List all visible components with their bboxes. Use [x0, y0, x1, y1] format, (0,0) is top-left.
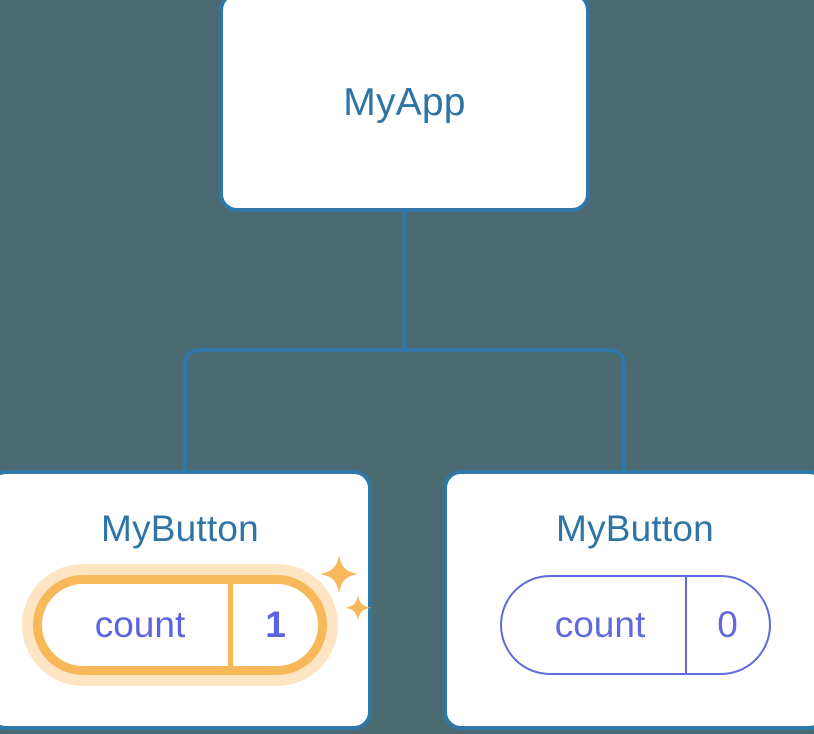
state-key-child-0: count: [94, 604, 186, 645]
node-title-child-0: MyButton: [101, 508, 259, 549]
state-value-child-0: 1: [228, 584, 318, 666]
sparkle-large-icon: [320, 555, 371, 621]
sparkle-small-icon: [345, 595, 371, 621]
state-value-child-1: 0: [684, 577, 769, 673]
state-pill-child-0[interactable]: count 1: [33, 555, 371, 675]
node-title-child-1: MyButton: [556, 508, 714, 549]
node-card-child-0[interactable]: MyButton count 1: [0, 470, 372, 730]
state-pill-body-child-0[interactable]: count 1: [33, 575, 327, 675]
edge-bus-to-children: [183, 348, 626, 474]
state-key-child-1: count: [554, 604, 646, 645]
node-card-child-1[interactable]: MyButton count 0: [443, 470, 814, 730]
node-title-root: MyApp: [343, 80, 466, 124]
node-card-root[interactable]: MyApp: [219, 0, 590, 212]
state-pill-body-child-1[interactable]: count 0: [499, 575, 771, 675]
sparkle-group-child-0: [319, 553, 371, 631]
state-pill-child-1[interactable]: count 0: [499, 575, 771, 675]
